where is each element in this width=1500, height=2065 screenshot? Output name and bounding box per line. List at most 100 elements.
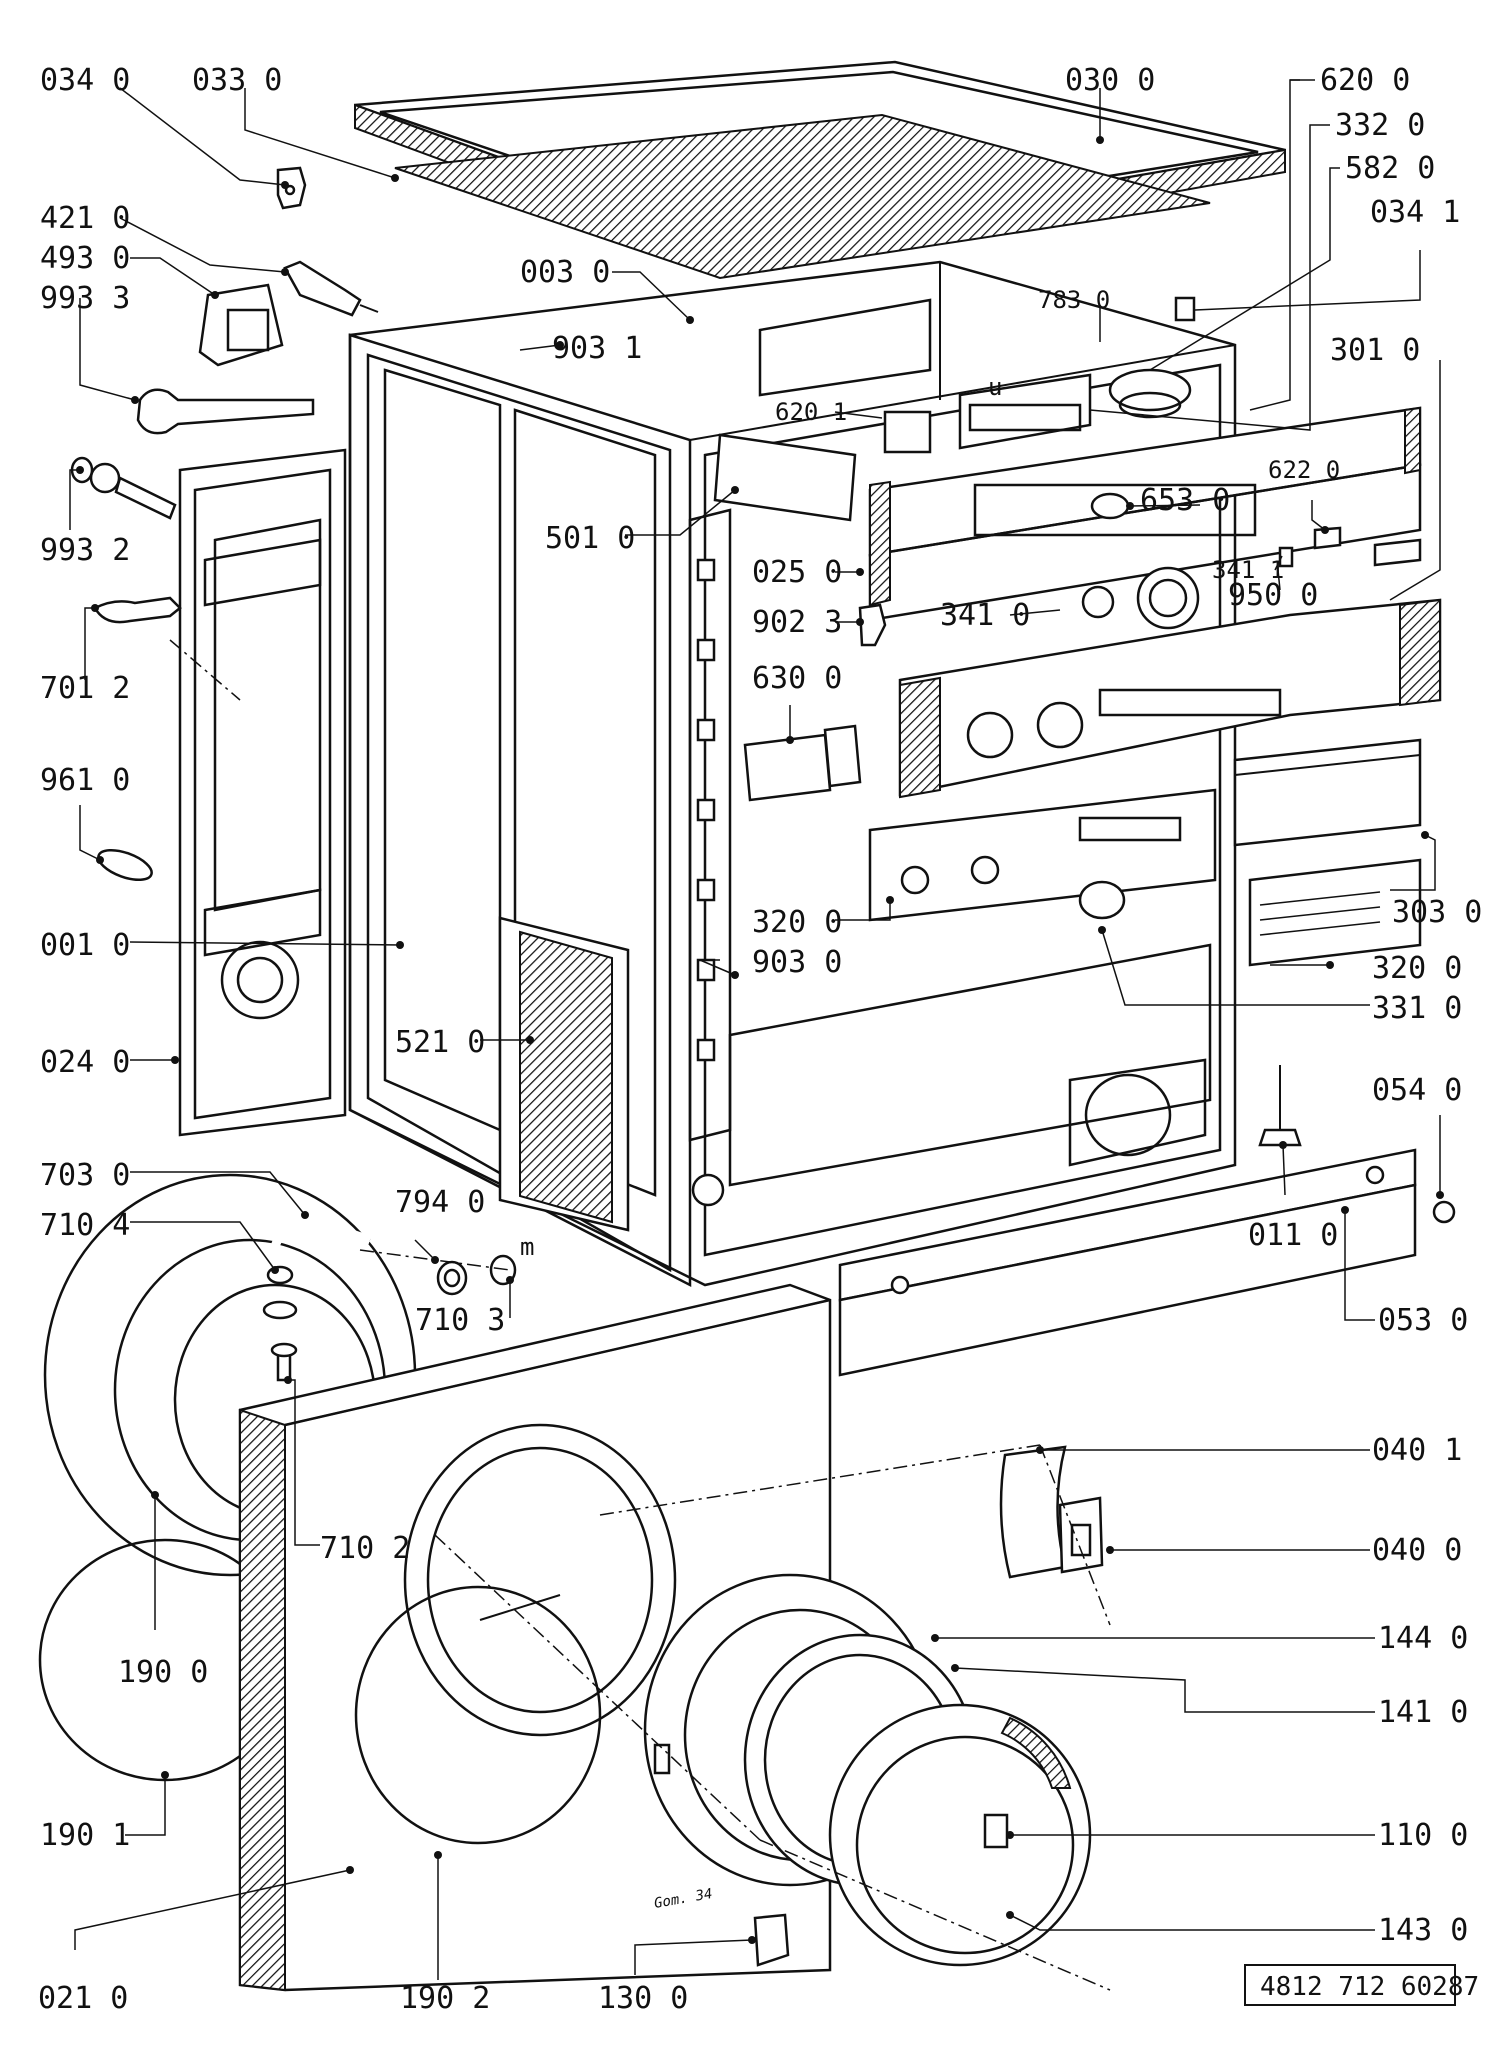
motor-582-0 xyxy=(1108,368,1192,419)
label-144-0: 144 0 xyxy=(1378,1621,1468,1656)
door-catch-040 xyxy=(999,1445,1104,1579)
hinge-110-0 xyxy=(983,1813,1009,1849)
label-582-0: 582 0 xyxy=(1345,151,1435,186)
lamp-341-1 xyxy=(1278,546,1294,568)
knob-331-0 xyxy=(1078,880,1126,920)
hinge-130-0 xyxy=(753,1913,790,1967)
door-frame-143-0 xyxy=(828,1703,1092,1967)
label-993-2: 993 2 xyxy=(40,533,130,568)
control-panel-frame-025-0 xyxy=(868,406,1422,622)
part-labels: 034 0 033 0 030 0 620 0 332 0 582 0 034 … xyxy=(38,63,1482,2016)
label-024-0: 024 0 xyxy=(40,1045,130,1080)
label-034-1: 034 1 xyxy=(1370,195,1460,230)
label-130-0: 130 0 xyxy=(598,1981,688,2016)
bolt-710-2 xyxy=(270,1342,298,1382)
rear-support-rail xyxy=(688,508,732,1142)
label-620-0: 620 0 xyxy=(1320,63,1410,98)
label-320-0-a: 320 0 xyxy=(752,905,842,940)
label-190-0: 190 0 xyxy=(118,1655,208,1690)
bracket-034-0 xyxy=(276,166,307,210)
label-001-0: 001 0 xyxy=(40,928,130,963)
cap-034-1 xyxy=(1174,296,1196,322)
label-341-1: 341 1 xyxy=(1212,556,1284,584)
label-903-1: 903 1 xyxy=(552,331,642,366)
clip-961-0 xyxy=(97,848,153,882)
mark-m: m xyxy=(520,1233,534,1261)
label-plate-320-0 xyxy=(1248,858,1422,967)
fascia-panel-301-0 xyxy=(898,598,1442,799)
label-040-0: 040 0 xyxy=(1372,1533,1462,1568)
label-003-0: 003 0 xyxy=(520,255,610,290)
detergent-drawer-303-0 xyxy=(1233,738,1422,847)
mark-u: u xyxy=(988,373,1002,401)
knob-341-0 xyxy=(1081,585,1115,619)
label-190-2: 190 2 xyxy=(400,1981,490,2016)
timer-332-0 xyxy=(958,373,1092,450)
relay-501-0 xyxy=(713,433,857,522)
label-332-0: 332 0 xyxy=(1335,108,1425,143)
dial-950-0 xyxy=(1136,566,1200,630)
bolt-993-2 xyxy=(70,456,177,520)
hose-703-0 xyxy=(265,1215,372,1271)
label-040-1: 040 1 xyxy=(1372,1433,1462,1468)
label-501-0: 501 0 xyxy=(545,521,635,556)
label-493-0: 493 0 xyxy=(40,241,130,276)
label-303-0: 303 0 xyxy=(1392,895,1482,930)
label-622-0: 622 0 xyxy=(1268,456,1340,484)
label-653-0: 653 0 xyxy=(1140,483,1230,518)
label-950-0: 950 0 xyxy=(1228,578,1318,613)
front-insulation-mat-521-0 xyxy=(498,916,630,1232)
switch-620-1 xyxy=(883,410,932,454)
document-number: 4812 712 60287 xyxy=(1260,1972,1479,2002)
screw-054-0 xyxy=(1432,1200,1456,1224)
document-number-box: 4812 712 60287 xyxy=(1244,1964,1479,2006)
label-521-0: 521 0 xyxy=(395,1025,485,1060)
label-903-0: 903 0 xyxy=(752,945,842,980)
label-033-0: 033 0 xyxy=(192,63,282,98)
label-011-0: 011 0 xyxy=(1248,1218,1338,1253)
label-783-0: 783 0 xyxy=(1038,286,1110,314)
label-331-0: 331 0 xyxy=(1372,991,1462,1026)
wrench-993-3 xyxy=(136,388,315,435)
label-902-3: 902 3 xyxy=(752,605,842,640)
label-190-1: 190 1 xyxy=(40,1818,130,1853)
label-301-0: 301 0 xyxy=(1330,333,1420,368)
clip-701-2 xyxy=(93,596,182,624)
clip-902-3 xyxy=(858,603,887,647)
label-620-1: 620 1 xyxy=(775,398,847,426)
door-lock-630-0 xyxy=(743,724,862,802)
label-701-2: 701 2 xyxy=(40,671,130,706)
label-710-3: 710 3 xyxy=(415,1303,505,1338)
label-630-0: 630 0 xyxy=(752,661,842,696)
switch-622-0 xyxy=(1313,526,1422,567)
leader-lines xyxy=(69,79,1441,1980)
label-421-0: 421 0 xyxy=(40,201,130,236)
rear-panel-024-0 xyxy=(178,448,347,1137)
label-053-0: 053 0 xyxy=(1378,1303,1468,1338)
label-710-4: 710 4 xyxy=(40,1208,130,1243)
hose-clamp-794-0 xyxy=(436,1260,468,1296)
suppressor-421-0 xyxy=(283,260,379,317)
label-961-0: 961 0 xyxy=(40,763,130,798)
connector-block-493-0 xyxy=(198,283,284,367)
foot-011-0 xyxy=(1258,1065,1302,1147)
label-703-0: 703 0 xyxy=(40,1158,130,1193)
label-054-0: 054 0 xyxy=(1372,1073,1462,1108)
label-110-0: 110 0 xyxy=(1378,1818,1468,1853)
label-710-2: 710 2 xyxy=(320,1531,410,1566)
label-025-0: 025 0 xyxy=(752,555,842,590)
label-141-0: 141 0 xyxy=(1378,1695,1468,1730)
label-794-0: 794 0 xyxy=(395,1185,485,1220)
label-034-0: 034 0 xyxy=(40,63,130,98)
sensor-653-0 xyxy=(1090,492,1130,520)
label-021-0: 021 0 xyxy=(38,1981,128,2016)
lid-seal-033-0 xyxy=(394,113,1211,280)
label-341-0: 341 0 xyxy=(940,598,1030,633)
kick-plinth-053-0 xyxy=(838,1148,1417,1377)
label-143-0: 143 0 xyxy=(1378,1913,1468,1948)
label-993-3: 993 3 xyxy=(40,281,130,316)
leader-dots xyxy=(76,136,1444,1944)
label-030-0: 030 0 xyxy=(1065,63,1155,98)
label-320-0-b: 320 0 xyxy=(1372,951,1462,986)
